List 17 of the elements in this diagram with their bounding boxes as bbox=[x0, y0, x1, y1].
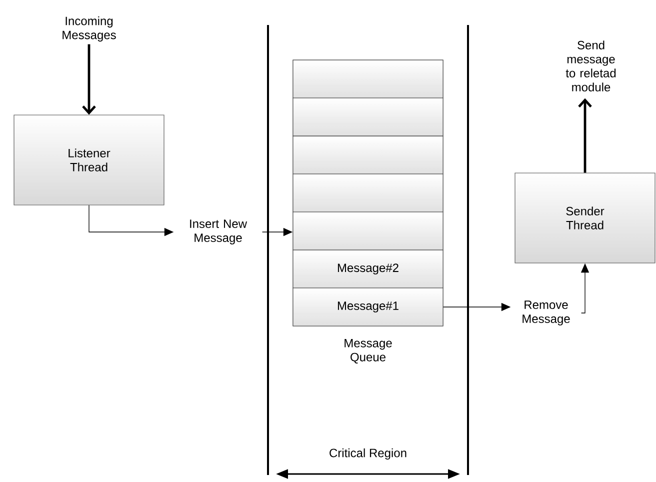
queue-slot: Message#2 bbox=[292, 250, 444, 288]
queue-slot bbox=[292, 136, 444, 174]
queue-slot bbox=[292, 60, 444, 98]
process-box: Sender Thread bbox=[514, 172, 656, 264]
dimension-label: Critical Region bbox=[330, 448, 406, 460]
queue-slot bbox=[292, 174, 444, 212]
queue-slot: Message#1 bbox=[292, 288, 444, 326]
text-label: Incoming Messages bbox=[62, 16, 116, 42]
node-label: Message Queue bbox=[344, 338, 392, 364]
process-box: Listener Thread bbox=[14, 114, 164, 206]
queue-slot bbox=[292, 212, 444, 250]
queue-slot bbox=[292, 98, 444, 136]
text-label: Send message to reletad module bbox=[566, 40, 616, 92]
text-label: Remove Message bbox=[522, 300, 570, 326]
text-label: Insert New Message bbox=[190, 220, 248, 244]
arrow bbox=[578, 98, 592, 173]
arrow bbox=[82, 44, 96, 115]
